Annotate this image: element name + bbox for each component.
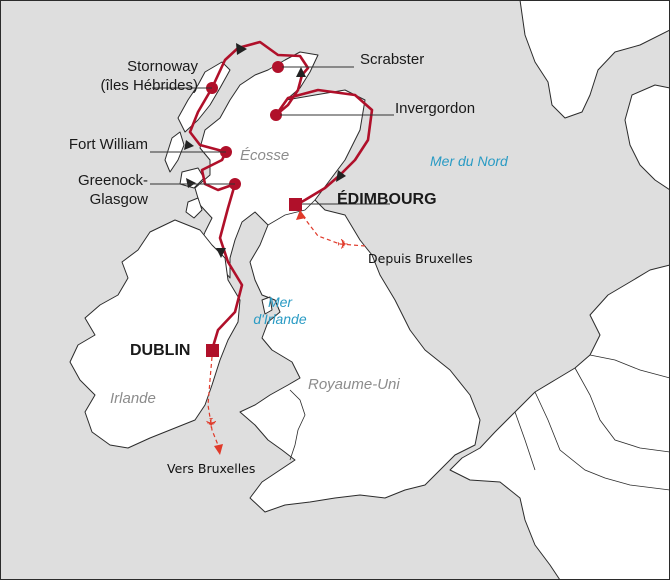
terminal-label-edinburgh: ÉDIMBOURG <box>337 191 437 208</box>
terminal-marker-edinburgh <box>289 198 302 211</box>
leader-lines <box>150 66 394 205</box>
plane-icon: ✈ <box>337 237 349 253</box>
port-label-scrabster: Scrabster <box>360 51 425 68</box>
route-direction-arrow <box>186 178 196 188</box>
denmark-landmass <box>624 84 670 191</box>
mull-island <box>179 167 205 189</box>
isle-of-man <box>261 296 273 315</box>
flight-from-brussels: ✈ <box>296 210 366 253</box>
route-segment-scrabster-invergordon <box>274 73 374 207</box>
cruise-route <box>184 40 374 352</box>
route-direction-arrow <box>336 170 346 182</box>
route-direction-arrow <box>216 248 226 258</box>
port-marker-scrabster <box>272 61 284 73</box>
route-segment-greenock-fortwilliam <box>200 150 237 192</box>
route-segment-dublin-greenock <box>210 182 244 352</box>
wales-border <box>289 389 306 461</box>
flight-label-to-brussels: Vers Bruxelles <box>167 461 256 476</box>
port-label-stornoway: Stornoway (îles Hébrides) <box>60 57 198 95</box>
region-label-ireland: Irlande <box>110 390 156 407</box>
flight-to-brussels: ✈ <box>202 356 223 455</box>
route-direction-arrow <box>296 67 306 77</box>
route-segment-fortwilliam-stornoway <box>188 86 228 154</box>
port-name: Stornoway (îles Hébrides) <box>100 58 198 94</box>
region-label-scotland: Écosse <box>240 147 290 164</box>
route-direction-arrow <box>184 140 194 150</box>
norway-landmass <box>519 0 670 119</box>
port-label-invergordon: Invergordon <box>395 100 476 117</box>
terminal-marker-dublin <box>206 344 219 357</box>
port-label-greenock: Greenock- Glasgow <box>77 172 148 208</box>
terminal-label-dublin: DUBLIN <box>130 342 191 359</box>
islay-island <box>185 197 203 219</box>
scotland-england-border <box>267 199 316 226</box>
port-marker-invergordon <box>270 109 282 121</box>
ireland-landmass <box>69 219 241 449</box>
route-segment-stornoway-scrabster <box>210 40 310 90</box>
region-label-uk: Royaume-Uni <box>308 376 400 393</box>
flight-label-from-brussels: Depuis Bruxelles <box>368 251 473 266</box>
country-borders <box>514 354 670 491</box>
route-direction-arrow <box>236 43 247 55</box>
port-label-fort-william: Fort William <box>68 136 148 153</box>
sea-label-irish-sea: Mer d'Irlande <box>253 294 307 327</box>
continental-europe-landmass <box>449 264 670 580</box>
plane-icon: ✈ <box>202 417 218 429</box>
sea-label-north-sea: Mer du Nord <box>430 153 508 169</box>
